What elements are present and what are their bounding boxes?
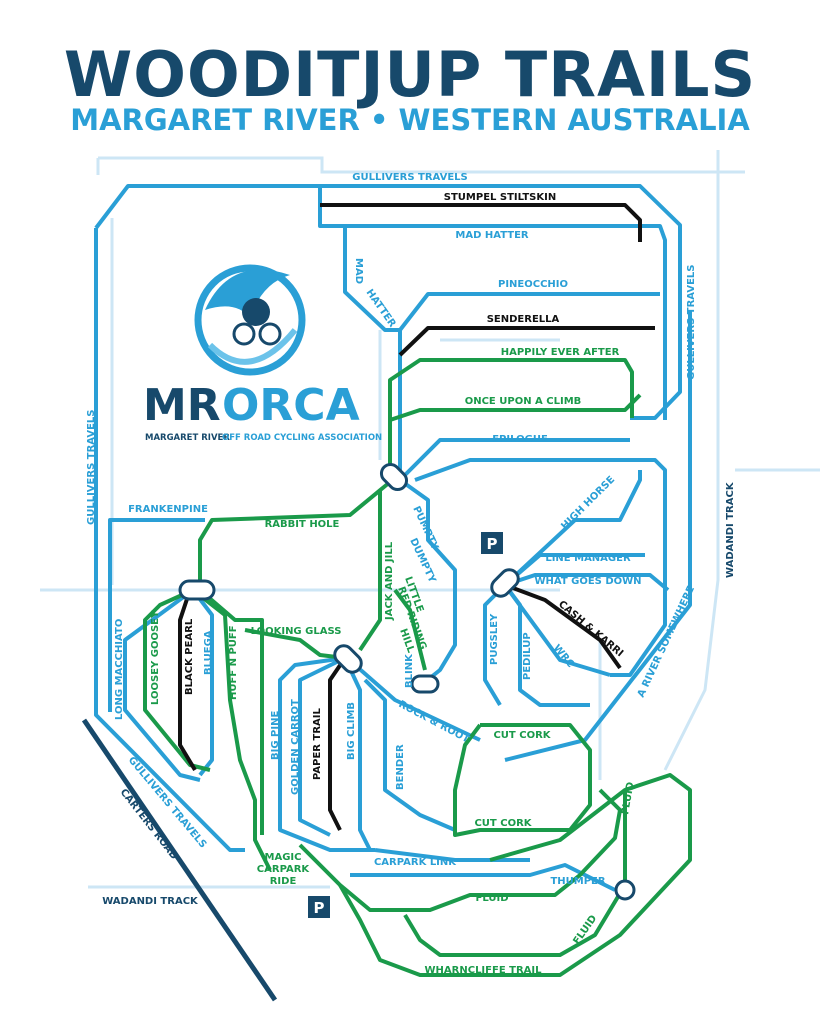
label-wadandi-bottom: WADANDI TRACK <box>102 896 199 907</box>
label-wadandi-right: WADANDI TRACK <box>725 481 736 578</box>
label-once-upon: ONCE UPON A CLIMB <box>465 396 582 407</box>
label-thumper: THUMPER <box>550 876 605 887</box>
label-frankenpine: FRANKENPINE <box>128 504 208 515</box>
label-loosey: LOOSEY GOOSEY <box>150 610 161 705</box>
label-rabbit-hole: RABBIT HOLE <box>265 519 340 530</box>
logo-tagline-a: MARGARET RIVER <box>145 433 230 443</box>
label-blink: BLINK <box>404 653 415 688</box>
blue-trails <box>94 184 692 892</box>
label-wrc: WRC <box>551 643 576 670</box>
access-tracks <box>40 150 820 889</box>
cyclist-icon <box>242 298 270 326</box>
logo-mr: MR <box>143 380 221 431</box>
label-cut-cork-2: CUT CORK <box>474 818 532 829</box>
label-wharncliffe: WHARNCLIFFE TRAIL <box>425 965 543 976</box>
svg-text:P: P <box>487 535 498 553</box>
label-cut-cork-1: CUT CORK <box>493 730 551 741</box>
label-what-goes: WHAT GOES DOWN <box>534 576 641 587</box>
parking-signs: P P <box>308 532 503 918</box>
svg-text:P: P <box>314 899 325 917</box>
label-pugsley: PUGSLEY <box>489 613 500 665</box>
parking-icon <box>481 532 503 554</box>
label-fluid-3: FLUID <box>620 781 637 815</box>
logo-tagline-b: OFF ROAD CYCLING ASSOCIATION <box>222 433 382 443</box>
label-golden-carrot: GOLDEN CARROT <box>290 699 301 795</box>
label-paper-trail: PAPER TRAIL <box>312 708 323 780</box>
label-looking-glass: LOOKING GLASS <box>251 626 342 637</box>
label-stumpel: STUMPEL STILTSKIN <box>444 192 556 203</box>
map-subtitle: MARGARET RIVER • WESTERN AUSTRALIA <box>70 103 750 137</box>
label-pedilup: PEDILUP <box>522 632 533 680</box>
label-ride: RIDE <box>270 876 297 887</box>
label-mad: MAD <box>353 258 364 284</box>
label-epilogue: EPILOGUE <box>492 434 548 445</box>
label-huff: HUFF N PUFF <box>228 625 239 700</box>
label-big-climb: BIG CLIMB <box>346 702 357 760</box>
roads <box>81 718 278 1002</box>
label-bluega: BLUEGA <box>203 630 214 675</box>
junctions <box>178 462 636 901</box>
label-long-macchiato: LONG MACCHIATO <box>114 619 125 720</box>
label-gullivers-top: GULLIVERS TRAVELS <box>352 172 467 183</box>
label-big-pine: BIG PINE <box>270 711 281 760</box>
label-happily: HAPPILY EVER AFTER <box>501 347 620 358</box>
parking-icon <box>308 896 330 918</box>
map-title: WOODITJUP TRAILS <box>63 38 757 111</box>
label-carpark-link: CARPARK LINK <box>374 857 457 868</box>
mrorca-logo: MR ORCA MARGARET RIVER OFF ROAD CYCLING … <box>143 264 382 443</box>
label-gullivers-right: GULLIVERS TRAVELS <box>686 265 697 380</box>
label-bender: BENDER <box>395 744 406 790</box>
label-mad-hatter: MAD HATTER <box>455 230 529 241</box>
label-black-pearl: BLACK PEARL <box>184 618 195 695</box>
orca-wave-icon <box>194 264 306 376</box>
black-trails <box>178 203 655 831</box>
label-jack-jill: JACK AND JILL <box>384 541 395 621</box>
green-trails <box>143 358 692 977</box>
label-pineocchio: PINEOCCHIO <box>498 279 568 290</box>
logo-orca: ORCA <box>222 380 360 431</box>
label-gullivers-left: GULLIVERS TRAVELS <box>86 410 97 525</box>
label-senderella: SENDERELLA <box>487 314 560 325</box>
label-high-horse: HIGH HORSE <box>559 474 617 532</box>
label-fluid-1: FLUID <box>476 893 509 904</box>
label-carpark: CARPARK <box>257 864 311 875</box>
label-rock-root: ROCK & ROOT <box>397 699 472 746</box>
label-magic: MAGIC <box>265 852 302 863</box>
label-line-manager: LINE MANAGER <box>545 553 631 564</box>
